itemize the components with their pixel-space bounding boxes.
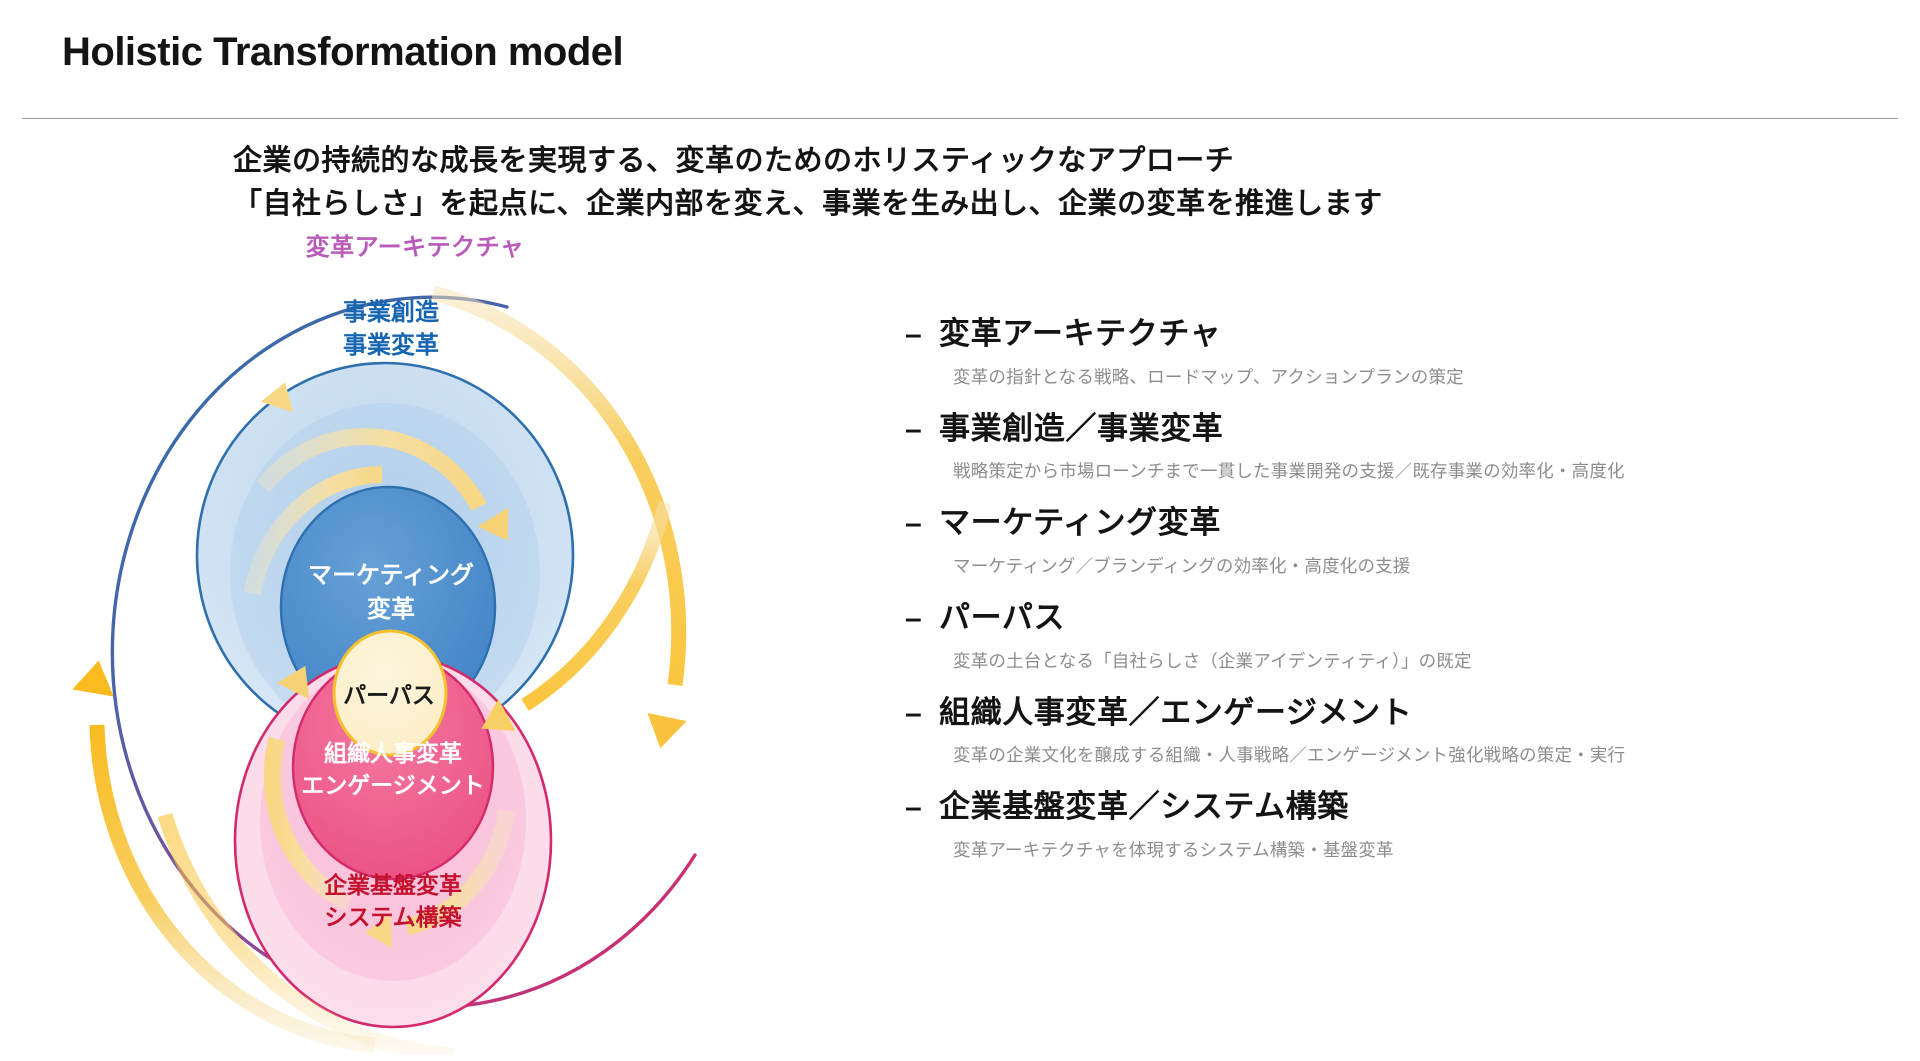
feature-description: 変革の企業文化を醸成する組織・人事戦略／エンゲージメント強化戦略の策定・実行 <box>953 745 1626 766</box>
feature-head: – 事業創造／事業変革 <box>905 411 1895 447</box>
hr-line-1: 組織人事変革 <box>324 740 462 766</box>
system-label: 企業基盤変革 システム構築 <box>323 872 463 930</box>
list-marker-icon: – <box>905 318 922 351</box>
hr-engagement-label: 組織人事変革 エンゲージメント <box>301 740 485 798</box>
feature-description: 変革の土台となる「自社らしさ（企業アイデンティティ）」の既定 <box>953 650 1472 671</box>
feature-item-organization-hr: – 組織人事変革／エンゲージメント 変革の企業文化を醸成する組織・人事戦略／エン… <box>905 695 1895 768</box>
system-line-2: システム構築 <box>324 904 462 930</box>
business-creation-line-2: 事業変革 <box>343 331 439 359</box>
marketing-line-2: 変革 <box>367 595 415 623</box>
outer-arrow-left-up <box>72 660 454 1055</box>
feature-item-system: – 企業基盤変革／システム構築 変革アーキテクチャを体現するシステム構築・基盤変… <box>905 789 1895 862</box>
business-creation-label: 事業創造 事業変革 <box>343 299 439 359</box>
feature-description: 変革の指針となる戦略、ロードマップ、アクションプランの策定 <box>953 366 1464 387</box>
business-creation-line-1: 事業創造 <box>343 299 439 326</box>
feature-title: 変革アーキテクチャ <box>939 316 1222 351</box>
outer-transformation-ring <box>110 295 697 1009</box>
marketing-line-1: マーケティング <box>308 562 474 589</box>
feature-head: – 組織人事変革／エンゲージメント <box>905 695 1895 731</box>
hr-line-2: エンゲージメント <box>301 772 485 798</box>
list-marker-icon: – <box>905 412 922 446</box>
purpose-label: パーパス <box>343 682 435 708</box>
business-transformation-group <box>195 361 575 749</box>
feature-description: 変革アーキテクチャを体現するシステム構築・基盤変革 <box>953 839 1394 860</box>
feature-title: 組織人事変革／エンゲージメント <box>939 694 1413 730</box>
feature-title: パーパス <box>939 599 1066 635</box>
feature-head: – マーケティング変革 <box>905 505 1895 541</box>
feature-description: 戦略策定から市場ローンチまで一貫した事業開発の支援／既存事業の効率化・高度化 <box>953 461 1625 482</box>
feature-head: – パーパス <box>905 600 1895 636</box>
title-divider <box>22 118 1898 119</box>
system-line-1: 企業基盤変革 <box>323 872 462 898</box>
list-marker-icon: – <box>905 791 922 825</box>
feature-head: – 企業基盤変革／システム構築 <box>905 789 1895 825</box>
list-marker-icon: – <box>905 507 922 541</box>
feature-head: – 変革アーキテクチャ <box>905 316 1895 352</box>
holistic-transformation-diagram: 事業創造 事業変革 マーケティング 変革 パーパス 組織人事変革 エンゲージメン… <box>55 234 775 1055</box>
feature-list: – 変革アーキテクチャ 変革の指針となる戦略、ロードマップ、アクションプランの策… <box>905 316 1895 884</box>
subtitle-line-2: 「自社らしさ」を起点に、企業内部を変え、事業を生み出し、企業の変革を推進します <box>233 187 1383 220</box>
inner-arrow-top-clockwise <box>243 382 509 596</box>
feature-item-purpose: – パーパス 変革の土台となる「自社らしさ（企業アイデンティティ）」の既定 <box>905 600 1895 673</box>
feature-title: 企業基盤変革／システム構築 <box>939 789 1349 825</box>
subtitle: 企業の持続的な成長を実現する、変革のためのホリスティックなアプローチ 「自社らし… <box>233 140 1383 226</box>
list-marker-icon: – <box>905 601 922 635</box>
feature-item-marketing: – マーケティング変革 マーケティング／ブランディングの効率化・高度化の支援 <box>905 505 1895 578</box>
list-marker-icon: – <box>905 696 922 730</box>
feature-title: マーケティング変革 <box>939 505 1221 541</box>
feature-description: マーケティング／ブランディングの効率化・高度化の支援 <box>953 555 1411 576</box>
subtitle-line-1: 企業の持続的な成長を実現する、変革のためのホリスティックなアプローチ <box>233 145 1235 177</box>
purpose-bubble <box>332 629 448 757</box>
outer-arrow-right-down <box>431 285 687 749</box>
marketing-label: マーケティング 変革 <box>308 562 474 623</box>
feature-item-architecture: – 変革アーキテクチャ 変革の指針となる戦略、ロードマップ、アクションプランの策… <box>905 316 1895 389</box>
inner-arrow-bottom-counterclockwise <box>263 665 516 948</box>
feature-item-business-creation: – 事業創造／事業変革 戦略策定から市場ローンチまで一貫した事業開発の支援／既存… <box>905 411 1895 484</box>
feature-title: 事業創造／事業変革 <box>939 410 1224 446</box>
page-title: Holistic Transformation model <box>62 30 624 74</box>
architecture-label-text: 変革アーキテクチャ <box>305 234 525 261</box>
